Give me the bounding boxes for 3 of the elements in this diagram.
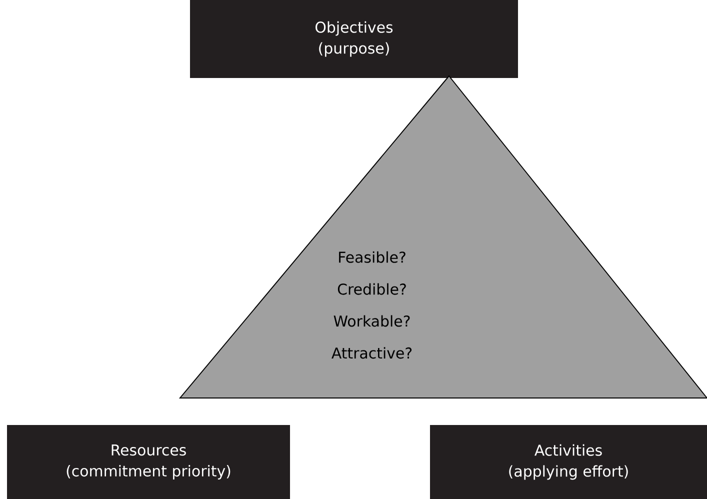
label-box: Resources (commitment priority) bbox=[7, 425, 290, 499]
label-box: Activities (applying effort) bbox=[430, 425, 707, 499]
label-box: Objectives (purpose) bbox=[190, 0, 518, 78]
